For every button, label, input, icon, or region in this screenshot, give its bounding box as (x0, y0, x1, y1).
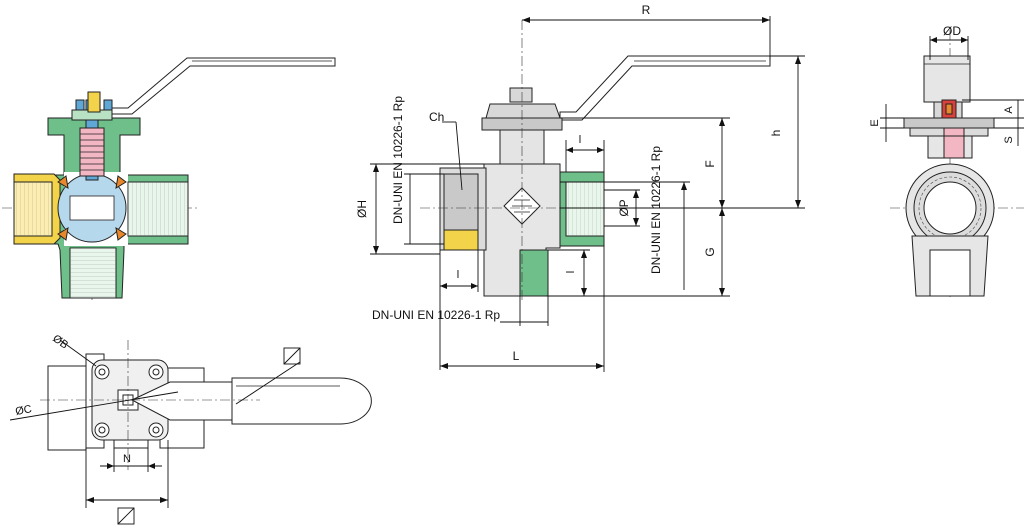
square-symbol-icon (283, 347, 301, 365)
square-symbol-icon (117, 507, 135, 525)
dim-phiH-label: ØH (355, 200, 369, 218)
bolt-hole-icon (94, 364, 110, 380)
dim-plan-width (85, 440, 169, 525)
dim-F-label: F (703, 160, 717, 167)
dim-l-top-label: l (579, 134, 581, 146)
dim-h: h (560, 55, 805, 209)
dim-L: L (440, 246, 605, 372)
dim-R-label: R (642, 3, 651, 17)
dim-A-label: A (1003, 106, 1015, 114)
seal-lower-left (57, 227, 69, 241)
front-lever (559, 55, 771, 121)
side-lever-end (923, 55, 971, 103)
dim-Ch-label: Ch (429, 110, 444, 124)
dim-phiD-label: ØD (943, 24, 961, 38)
dim-G-label: G (703, 247, 717, 256)
section-view (2, 57, 336, 300)
dim-phiC-label: ØC (14, 403, 32, 418)
dim-L-label: L (513, 349, 520, 363)
dn-horizontal: DN-UNI EN 10226-1 Rp (372, 308, 500, 322)
dim-l-right-label: l (565, 271, 577, 273)
dim-E: E (869, 104, 904, 142)
bolt-hole-icon (148, 364, 164, 380)
bolt-hole-icon (94, 422, 110, 438)
dim-N: N (100, 448, 162, 472)
front-view: R h F G (355, 3, 805, 372)
dim-dn-left: DN-UNI EN 10226-1 Rp (391, 96, 444, 245)
dim-dn-horizontal: DN-UNI EN 10226-1 Rp (372, 296, 549, 326)
dim-R: R (522, 3, 771, 60)
dim-N-label: N (123, 453, 131, 465)
front-bottom-port (519, 249, 549, 297)
dn-vertical-right: DN-UNI EN 10226-1 Rp (649, 146, 663, 274)
dim-G: G (546, 208, 730, 297)
dim-dn-right: DN-UNI EN 10226-1 Rp (560, 146, 690, 290)
section-stem-nut (87, 91, 101, 113)
seal-lower-right (115, 227, 127, 241)
section-lever (111, 57, 336, 115)
dim-l-right: l (548, 249, 590, 296)
dim-phiB-label: ØB (50, 333, 70, 352)
plan-view: ØB ØC N (9, 333, 372, 525)
front-flange (485, 103, 561, 119)
plan-lever-grip (231, 377, 372, 425)
dim-phiP: ØP (604, 189, 640, 227)
dim-phiH: ØH (355, 163, 484, 255)
dim-E-label: E (869, 119, 881, 126)
dim-S-label: S (1003, 136, 1015, 143)
seal-upper-left (57, 175, 69, 189)
side-flange (903, 117, 995, 129)
dim-l-top: l (565, 134, 605, 172)
bolt-hole-icon (148, 422, 164, 438)
dim-phiD: ØD (929, 24, 969, 60)
dim-l-left-label: l (457, 269, 459, 281)
dim-A: A (962, 99, 1024, 119)
section-left-fitting (13, 173, 61, 245)
dim-phiP-label: ØP (617, 199, 631, 216)
dim-plan-lever-square (235, 347, 301, 405)
dim-phiB: ØB (50, 333, 97, 367)
dn-vertical-left: DN-UNI EN 10226-1 Rp (391, 96, 405, 224)
dim-h-label: h (769, 130, 783, 137)
side-bore (923, 181, 977, 235)
dim-S: S (994, 118, 1024, 146)
seal-upper-right (115, 175, 127, 189)
side-view: ØD A S E (869, 24, 1024, 300)
dim-phiC: ØC (9, 391, 179, 421)
dim-Ch: Ch (429, 110, 463, 191)
dim-l-left: l (439, 250, 479, 370)
dim-F: F (560, 117, 730, 208)
